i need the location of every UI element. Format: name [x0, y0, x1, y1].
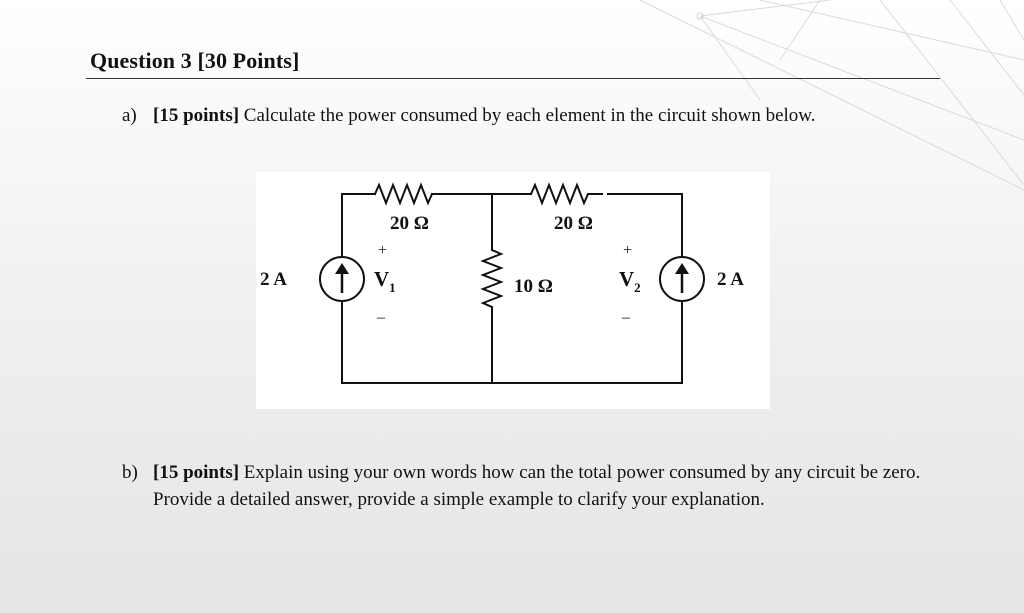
part-b-text: Explain using your own words how can the… [153, 462, 921, 510]
source-right-label: 2 A [717, 269, 744, 290]
circuit-diagram: 20 Ω 20 Ω 10 Ω 2 A 2 A + V1 – + V2 – [256, 172, 770, 409]
resistor-top-right [529, 182, 603, 206]
v1-minus-sign: – [376, 309, 386, 326]
resistor-middle-label: 10 Ω [514, 276, 553, 297]
part-b-body: [15 points] Explain using your own words… [153, 459, 938, 513]
heading-underline [86, 78, 940, 79]
current-source-right [659, 256, 705, 302]
wire-top-right [607, 193, 683, 258]
arrow-head-left-icon [335, 263, 349, 274]
resistor-middle [480, 248, 504, 309]
part-b-label: b) [122, 462, 138, 483]
part-a-label: a) [122, 105, 137, 126]
v2-plus-sign: + [623, 242, 632, 259]
resistor-top-left-label: 20 Ω [390, 213, 429, 234]
part-a-text: Calculate the power consumed by each ele… [239, 105, 816, 126]
current-source-left [319, 256, 365, 302]
part-b-points: [15 points] [153, 462, 240, 483]
v2-minus-sign: – [621, 309, 631, 326]
resistor-top-right-label: 20 Ω [554, 213, 593, 234]
part-a-points: [15 points] [153, 105, 240, 126]
part-a: a) [15 points] Calculate the power consum… [122, 102, 942, 129]
v1-plus-sign: + [378, 242, 387, 259]
v2-label: V2 [619, 267, 641, 295]
v1-label: V1 [374, 267, 396, 295]
arrow-head-right-icon [675, 263, 689, 274]
resistor-top-left [373, 182, 438, 206]
source-left-label: 2 A [260, 269, 287, 290]
part-b: b) [15 points] Explain using your own wo… [122, 459, 942, 510]
question-heading: Question 3 [30 Points] [90, 48, 300, 73]
